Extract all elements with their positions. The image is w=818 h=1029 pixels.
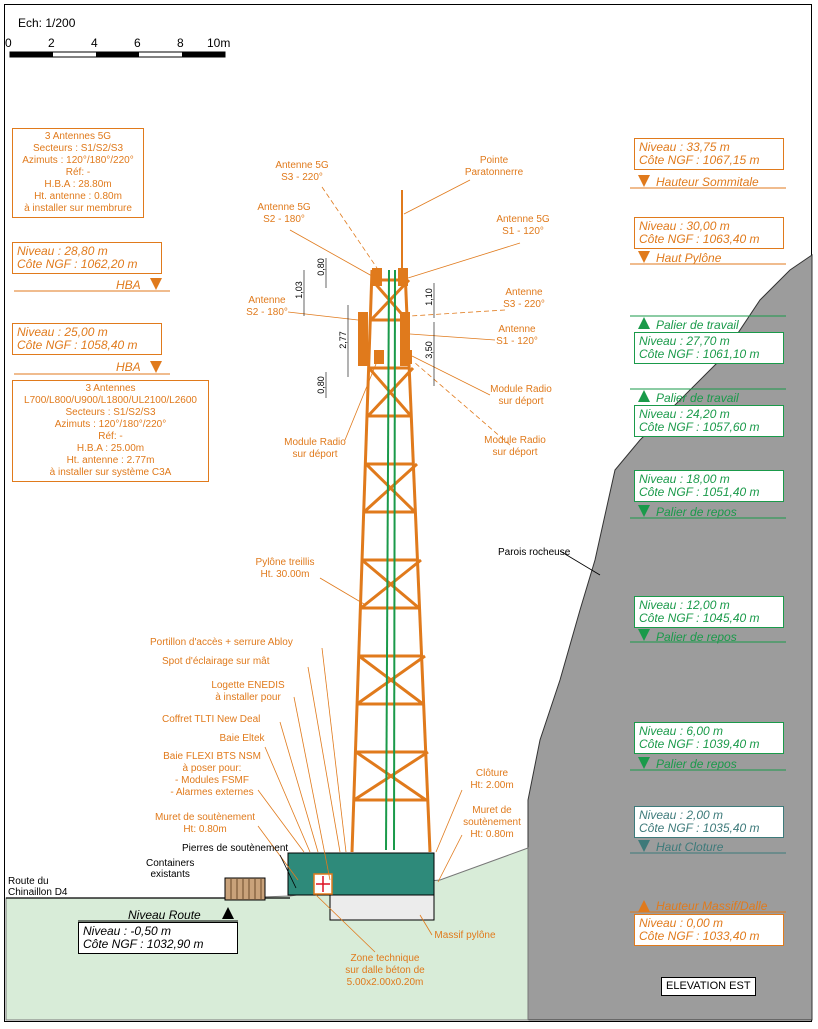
level-tag: Hauteur Massif/Dalle bbox=[656, 899, 768, 913]
scale-tick: 8 bbox=[177, 36, 184, 50]
foundation-massif bbox=[329, 893, 435, 921]
dim-label: 3,50 bbox=[423, 341, 434, 359]
label-portillon: Portillon d'accès + serrure Abloy bbox=[150, 637, 293, 648]
technical-zone bbox=[287, 852, 435, 896]
level-lines-green bbox=[630, 315, 786, 771]
dim-label: 0,80 bbox=[315, 258, 326, 276]
level-tag: Haut Pylône bbox=[656, 251, 722, 265]
elevation-title: ELEVATION EST bbox=[661, 977, 756, 996]
scale-tick: 2 bbox=[48, 36, 55, 50]
route-level-tag: Niveau Route bbox=[128, 908, 201, 922]
label-massif: Massif pylône bbox=[434, 930, 496, 941]
level-tag: Palier de repos bbox=[656, 757, 737, 771]
scale-title: Ech: 1/200 bbox=[18, 16, 76, 30]
label-spot: Spot d'éclairage sur mât bbox=[162, 656, 270, 667]
hba-tag: HBA bbox=[116, 360, 141, 374]
dim-label: 1,03 bbox=[293, 281, 304, 299]
dim-label: 0,80 bbox=[315, 376, 326, 394]
level-tag: Palier de travail bbox=[656, 391, 739, 405]
level-tag: Palier de repos bbox=[656, 505, 737, 519]
label-pierres: Pierres de soutènement bbox=[182, 843, 289, 854]
radio-module bbox=[404, 350, 412, 364]
level-tag: Hauteur Sommitale bbox=[656, 175, 759, 189]
antenna-5g bbox=[398, 268, 408, 286]
level-tag: Haut Cloture bbox=[656, 840, 724, 854]
scale-tick: 6 bbox=[134, 36, 141, 50]
scale-tick: 4 bbox=[91, 36, 98, 50]
scale-tick: 0 bbox=[5, 36, 12, 50]
label-coffret: Coffret TLTI New Deal bbox=[162, 714, 261, 725]
dim-label: 1,10 bbox=[423, 288, 434, 306]
antenna bbox=[358, 312, 368, 366]
level-tag: Palier de travail bbox=[656, 318, 739, 332]
label-baie-eltek: Baie Eltek bbox=[219, 733, 265, 744]
antenna-5g bbox=[372, 268, 382, 286]
level-lines bbox=[14, 187, 786, 913]
label-parois: Parois rocheuse bbox=[498, 547, 571, 558]
scale-tick: 10m bbox=[207, 36, 231, 50]
radio-module bbox=[374, 350, 384, 364]
level-tag: Palier de repos bbox=[656, 630, 737, 644]
hba-tag: HBA bbox=[116, 278, 141, 292]
leader-lines bbox=[257, 179, 521, 953]
dimension-lines bbox=[303, 258, 435, 398]
antenna bbox=[400, 312, 410, 366]
cable-ladder bbox=[385, 269, 396, 851]
scale-bar bbox=[9, 51, 226, 58]
dim-label: 2,77 bbox=[337, 331, 348, 349]
